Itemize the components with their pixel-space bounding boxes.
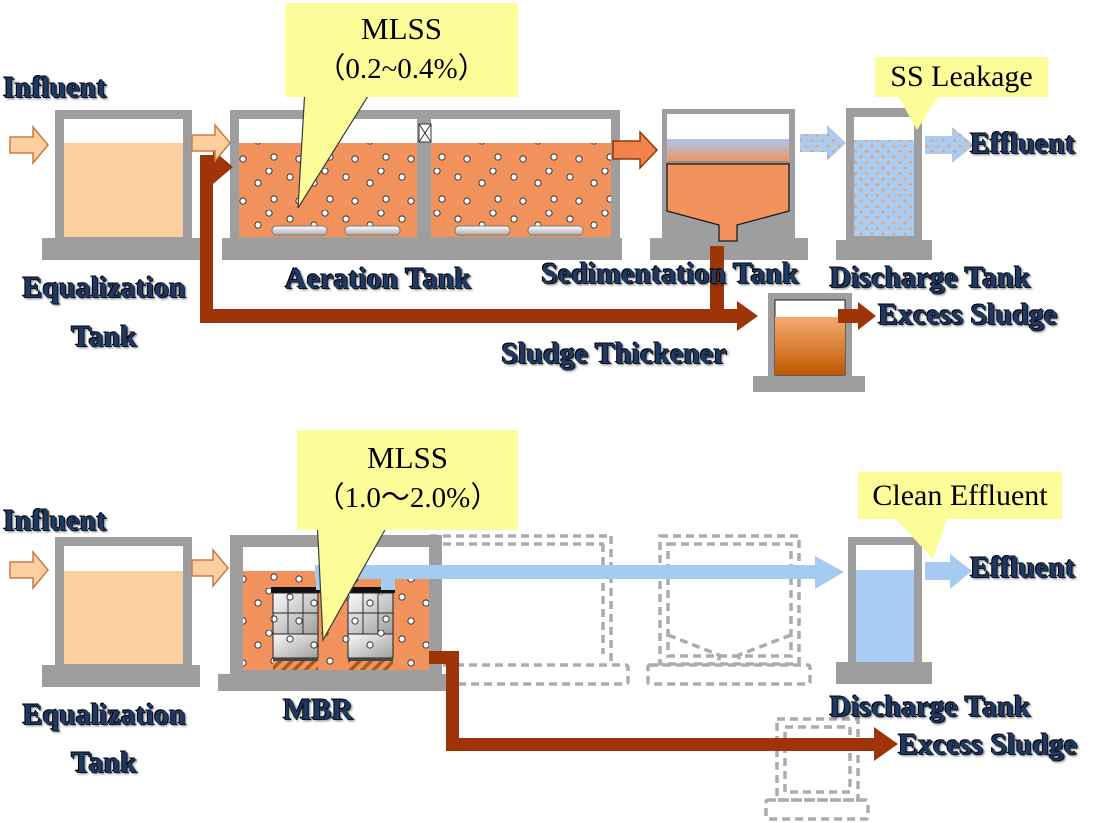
settled-sludge-funnel bbox=[666, 163, 790, 242]
thickened-sludge bbox=[775, 317, 845, 375]
mlss-value-top: （0.2~0.4%） bbox=[316, 53, 487, 85]
influent-arrow-top bbox=[9, 124, 49, 166]
return-sludge-pipe bbox=[200, 150, 758, 331]
equalization-tank-bottom bbox=[42, 537, 200, 687]
effluent-label-top: Effluent bbox=[970, 127, 1075, 160]
equalization-to-aeration-arrow bbox=[191, 122, 231, 164]
clean-water bbox=[856, 570, 914, 662]
mlss-callout-bottom: MLSS （1.0～2.0%） bbox=[297, 430, 518, 530]
supernatant-layer bbox=[667, 139, 789, 162]
to-thickener-arrowhead bbox=[737, 301, 758, 331]
aeration-tank bbox=[222, 110, 622, 260]
sludge-thickener-label: Sludge Thickener bbox=[501, 337, 727, 370]
water-with-ss-particles bbox=[854, 140, 914, 236]
membrane-module-2 bbox=[346, 587, 395, 670]
ghost-sedimentation-tank bbox=[646, 534, 812, 686]
discharge-tank-top bbox=[836, 108, 932, 260]
equalization-line2: Tank bbox=[71, 746, 137, 779]
excess-sludge-label-top: Excess Sludge bbox=[878, 298, 1058, 331]
equalization-line2: Tank bbox=[71, 320, 137, 353]
excess-sludge-label-bottom: Excess Sludge bbox=[898, 728, 1078, 761]
mlss-title-bottom: MLSS bbox=[367, 440, 448, 475]
equalization-tank-top bbox=[42, 110, 200, 260]
equalization-tank-label-bottom: Equalization Tank bbox=[2, 691, 206, 787]
ghost-sludge-thickener bbox=[764, 717, 870, 821]
aeration-bubbles bbox=[431, 143, 611, 237]
mlss-title-top: MLSS bbox=[361, 11, 442, 46]
equalization-line1: Equalization bbox=[22, 271, 186, 304]
equalization-to-mbr-arrow bbox=[191, 547, 229, 589]
equalization-tank-label-top: Equalization Tank bbox=[2, 263, 206, 361]
influent-arrow-bottom bbox=[9, 549, 49, 591]
discharge-tank-label-top: Discharge Tank bbox=[829, 261, 1031, 294]
aeration-tank-label: Aeration Tank bbox=[285, 262, 471, 295]
module-air-diffuser bbox=[348, 661, 393, 670]
clean-effluent-callout-tail bbox=[893, 516, 948, 559]
sedimentation-tank bbox=[650, 109, 808, 260]
ss-leakage-callout-tail bbox=[897, 94, 940, 130]
discharge-tank-bottom bbox=[836, 537, 932, 684]
membrane-permeate-pipe bbox=[315, 556, 844, 590]
effluent-arrow-bottom bbox=[925, 554, 972, 589]
air-diffusers bbox=[271, 225, 584, 236]
clean-effluent-callout: Clean Effluent bbox=[858, 472, 1062, 519]
sludge-thickener-tank bbox=[753, 293, 865, 392]
excess-sludge-arrow-top bbox=[838, 302, 876, 330]
equalization-line1: Equalization bbox=[22, 698, 186, 731]
influent-label-bottom: Influent bbox=[3, 504, 107, 537]
sedimentation-tank-label: Sedimentation Tank bbox=[541, 257, 799, 290]
influent-label-top: Influent bbox=[3, 71, 107, 104]
excess-sludge-pipe-bottom bbox=[429, 651, 898, 761]
mlss-value-bottom: （1.0～2.0%） bbox=[315, 482, 500, 514]
discharge-tank-label-bottom: Discharge Tank bbox=[829, 690, 1031, 723]
membrane-module-1 bbox=[271, 587, 320, 670]
ss-leakage-callout: SS Leakage bbox=[875, 57, 1048, 97]
tank-divider-gate bbox=[418, 123, 432, 143]
aeration-to-sedimentation-arrow bbox=[612, 130, 659, 170]
effluent-arrow-top bbox=[925, 127, 974, 163]
mbr-label: MBR bbox=[283, 693, 353, 726]
module-air-diffuser bbox=[273, 661, 318, 670]
mlss-callout-top: MLSS （0.2~0.4%） bbox=[285, 3, 518, 97]
effluent-label-bottom: Effluent bbox=[970, 551, 1075, 584]
sedimentation-to-discharge-arrow bbox=[800, 125, 846, 161]
